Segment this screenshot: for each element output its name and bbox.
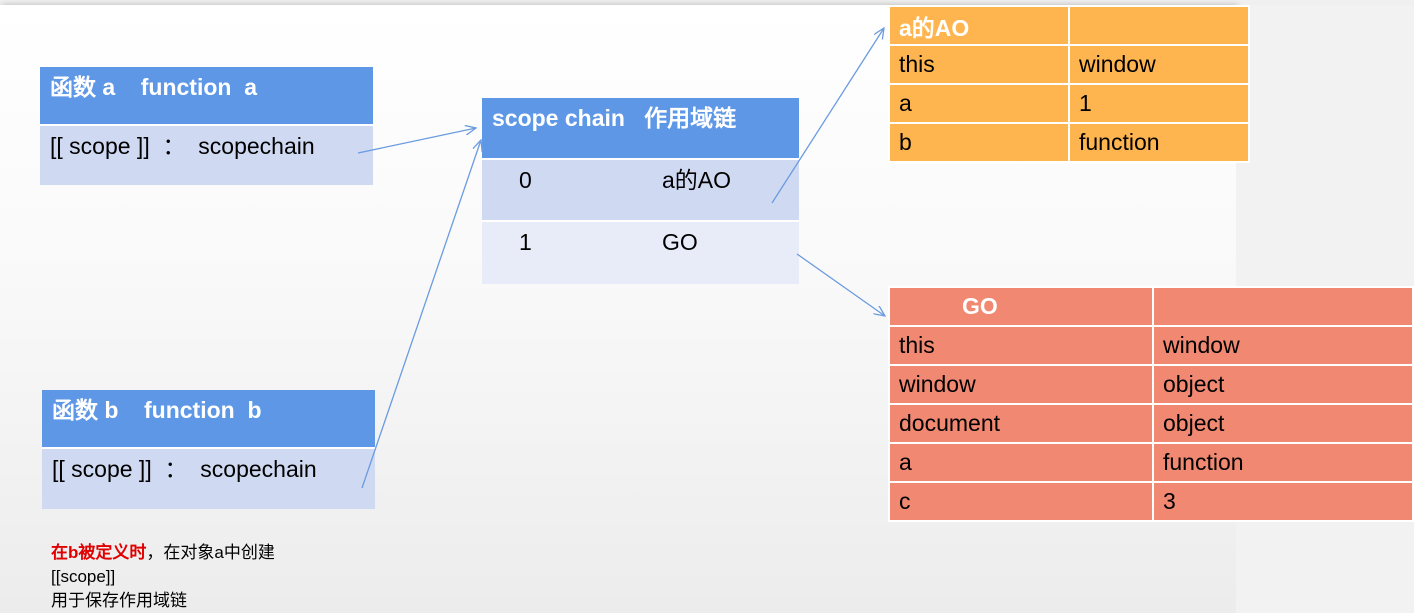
note-line-2: [[scope]] xyxy=(51,567,116,586)
go-header: GO xyxy=(888,286,1154,327)
go-value: function xyxy=(1152,442,1414,483)
scope-chain-index: 0 xyxy=(519,167,532,193)
scope-chain-row-1: 1 GO xyxy=(482,222,799,284)
note-highlight: 在b被定义时 xyxy=(51,543,147,562)
table-row: document object xyxy=(888,403,1414,444)
go-key: document xyxy=(888,403,1154,444)
table-row: b function xyxy=(888,122,1250,163)
table-row: a 1 xyxy=(888,83,1250,124)
go-key: window xyxy=(888,364,1154,405)
table-row: c 3 xyxy=(888,481,1414,522)
a-ao-value: window xyxy=(1068,44,1250,85)
function-b-scope-row: [[ scope ]] ： scopechain xyxy=(42,449,375,509)
function-a-scope-row: [[ scope ]] ： scopechain xyxy=(40,126,373,185)
function-b-box: 函数 b function b [[ scope ]] ： scopechain xyxy=(42,390,375,509)
a-ao-value: 1 xyxy=(1068,83,1250,124)
scope-chain-index: 1 xyxy=(519,229,532,255)
a-ao-value: function xyxy=(1068,122,1250,163)
scope-chain-box: scope chain 作用域链 0 a的AO 1 GO xyxy=(482,98,799,284)
function-b-header: 函数 b function b xyxy=(42,390,375,449)
note-line-3: 用于保存作用域链 xyxy=(51,591,187,610)
go-value: 3 xyxy=(1152,481,1414,522)
go-key: this xyxy=(888,325,1154,366)
go-value: object xyxy=(1152,403,1414,444)
a-ao-key: a xyxy=(888,83,1070,124)
a-ao-key: this xyxy=(888,44,1070,85)
a-ao-table: a的AO this window a 1 b function xyxy=(888,5,1250,163)
scope-chain-value: a的AO xyxy=(662,167,732,193)
table-row: this window xyxy=(888,325,1414,366)
go-header-empty xyxy=(1152,286,1414,327)
scope-chain-row-0: 0 a的AO xyxy=(482,160,799,222)
go-value: window xyxy=(1152,325,1414,366)
function-a-header: 函数 a function a xyxy=(40,67,373,126)
table-row: window object xyxy=(888,364,1414,405)
a-ao-header-row: a的AO xyxy=(888,5,1250,46)
note-line-1-rest: ，在对象a中创建 xyxy=(146,543,275,562)
scope-chain-value: GO xyxy=(662,229,698,255)
top-strip xyxy=(0,0,1414,5)
go-header-row: GO xyxy=(888,286,1414,327)
table-row: this window xyxy=(888,44,1250,85)
go-key: c xyxy=(888,481,1154,522)
a-ao-header: a的AO xyxy=(888,5,1070,46)
scope-chain-header: scope chain 作用域链 xyxy=(482,98,799,160)
a-ao-key: b xyxy=(888,122,1070,163)
table-row: a function xyxy=(888,442,1414,483)
a-ao-header-empty xyxy=(1068,5,1250,46)
go-table: GO this window window object document ob… xyxy=(888,286,1414,522)
note-line-1: 在b被定义时，在对象a中创建 xyxy=(51,541,275,565)
note-text: 在b被定义时，在对象a中创建 [[scope]] 用于保存作用域链 xyxy=(51,541,275,613)
go-key: a xyxy=(888,442,1154,483)
function-a-box: 函数 a function a [[ scope ]] ： scopechain xyxy=(40,67,373,185)
go-value: object xyxy=(1152,364,1414,405)
